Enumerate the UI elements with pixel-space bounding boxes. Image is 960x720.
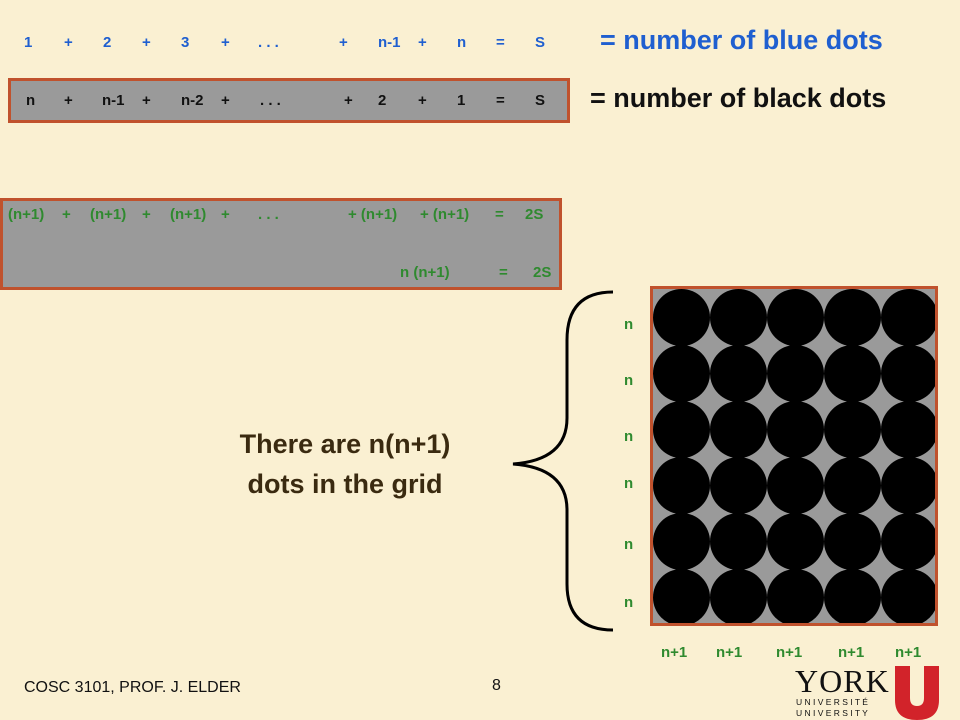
grid-dot [824, 513, 881, 570]
grid-dot [767, 345, 824, 402]
row-label: n [624, 536, 634, 553]
grid-dot [653, 457, 710, 514]
term-n-plus-1: + (n+1) [420, 206, 470, 223]
logo-wordmark: YORK [795, 663, 890, 699]
equals: = [496, 34, 505, 51]
grid-dot [881, 513, 935, 570]
dot-grid [650, 286, 938, 626]
grid-dot [767, 289, 824, 346]
grid-dot [767, 569, 824, 623]
grid-dot [824, 401, 881, 458]
grid-dot [710, 569, 767, 623]
footer-course: COSC 3101, PROF. J. ELDER [24, 679, 241, 696]
term-n: n [26, 92, 36, 109]
equals: = [495, 206, 504, 223]
logo-subtext-fr: U N I V E R S I T É [796, 697, 868, 707]
plus: + [221, 92, 230, 109]
plus: + [62, 206, 71, 223]
term-1: 1 [457, 92, 466, 109]
grid-dot [881, 401, 935, 458]
plus: + [64, 92, 73, 109]
plus: + [221, 34, 230, 51]
row-label: n [624, 316, 634, 333]
grid-dot [710, 513, 767, 570]
term-n: n [457, 34, 467, 51]
logo-subtext-en: U N I V E R S I T Y [796, 708, 868, 718]
grid-dot [767, 513, 824, 570]
plus: + [344, 92, 353, 109]
york-u-mark-icon [895, 666, 939, 720]
row-label: n [624, 372, 634, 389]
grid-dot [824, 569, 881, 623]
term-3: 3 [181, 34, 190, 51]
sum-2s: 2S [525, 206, 544, 223]
column-label: n+1 [716, 644, 743, 661]
grid-dot [710, 289, 767, 346]
row-label: n [624, 475, 634, 492]
plus: + [142, 206, 151, 223]
term-1: 1 [24, 34, 33, 51]
grid-dot [653, 401, 710, 458]
term-n-plus-1: (n+1) [170, 206, 207, 223]
row-label: n [624, 428, 634, 445]
plus: + [64, 34, 73, 51]
curly-brace-icon [512, 290, 614, 632]
grid-dot [767, 457, 824, 514]
caption-line-2: dots in the grid [247, 469, 443, 499]
grid-dot [653, 513, 710, 570]
sum-s: S [535, 34, 546, 51]
caption-line-1: There are n(n+1) [239, 429, 451, 459]
grid-dot [653, 345, 710, 402]
plus: + [142, 92, 151, 109]
grid-dot [881, 457, 935, 514]
plus: + [418, 34, 427, 51]
ellipsis: . . . [260, 92, 281, 109]
grid-dot [824, 345, 881, 402]
term-2: 2 [378, 92, 387, 109]
plus: + [221, 206, 230, 223]
sum-2s: 2S [533, 264, 552, 281]
grid-dot [653, 569, 710, 623]
n-times-n-plus-1: n (n+1) [400, 264, 450, 281]
equals: = [496, 92, 505, 109]
heading-black-dots: = number of black dots [590, 83, 887, 113]
grid-dot [653, 289, 710, 346]
grid-dot [710, 457, 767, 514]
equals: = [499, 264, 508, 281]
grid-dot [881, 345, 935, 402]
term-2: 2 [103, 34, 112, 51]
term-n-minus-1: n-1 [378, 34, 401, 51]
term-n-minus-2: n-2 [181, 92, 204, 109]
heading-blue-dots: = number of blue dots [600, 25, 883, 55]
grid-dot [824, 289, 881, 346]
ellipsis: . . . [258, 34, 279, 51]
grid-dot [824, 457, 881, 514]
term-n-plus-1: + (n+1) [348, 206, 398, 223]
sum-box [0, 198, 562, 290]
term-n-minus-1: n-1 [102, 92, 125, 109]
sum-s: S [535, 92, 546, 109]
plus: + [418, 92, 427, 109]
grid-caption: There are n(n+1) dots in the grid [195, 424, 495, 504]
grid-dot [710, 401, 767, 458]
page-number: 8 [492, 677, 501, 694]
row-label: n [624, 594, 634, 611]
column-label: n+1 [776, 644, 803, 661]
term-n-plus-1: (n+1) [90, 206, 127, 223]
term-n-plus-1: (n+1) [8, 206, 45, 223]
york-university-logo: YORK U N I V E R S I T É U N I V E R S I… [795, 663, 939, 720]
column-label: n+1 [661, 644, 688, 661]
grid-dot [767, 401, 824, 458]
grid-dot [881, 289, 935, 346]
ellipsis: . . . [258, 206, 279, 223]
grid-dot [710, 345, 767, 402]
column-label: n+1 [838, 644, 865, 661]
grid-dot [881, 569, 935, 623]
column-label: n+1 [895, 644, 922, 661]
plus: + [142, 34, 151, 51]
equation-box-black [8, 78, 570, 123]
plus: + [339, 34, 348, 51]
